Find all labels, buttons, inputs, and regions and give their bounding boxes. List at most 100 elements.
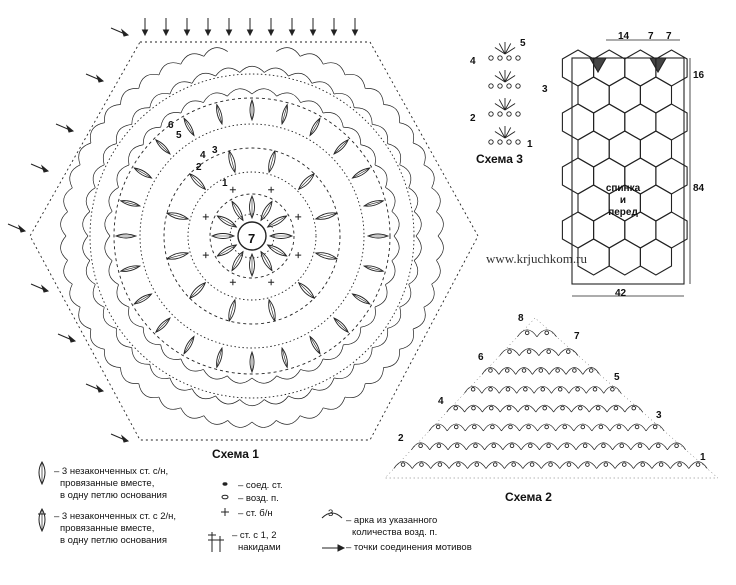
net-arch <box>158 396 181 410</box>
net-arch <box>215 395 240 405</box>
s2-row-2: 2 <box>398 433 404 444</box>
net-arch <box>322 344 344 360</box>
tri-arch <box>499 404 519 413</box>
net-arch <box>276 369 301 380</box>
net-arch <box>385 187 396 212</box>
tri-chain <box>613 405 619 411</box>
net-arch <box>288 72 313 84</box>
petal-middle-vein <box>166 212 189 220</box>
petal-middle-vein <box>298 282 315 299</box>
tri-arch <box>633 461 653 469</box>
net-arch <box>354 107 373 125</box>
motif-row-6: 6 <box>168 120 174 131</box>
legend-arch-number: 3 <box>328 508 334 519</box>
net-arch <box>413 235 422 261</box>
tri-chain <box>555 368 560 373</box>
tri-chain <box>511 462 516 467</box>
s3-fan <box>504 75 516 83</box>
join-arrowhead <box>95 74 105 83</box>
join-arrowhead <box>225 29 233 37</box>
net-arch <box>149 364 171 379</box>
tri-arch <box>557 442 577 450</box>
garment-label-line2: и <box>619 195 627 206</box>
net-arch <box>239 65 265 73</box>
dim-top-b: 7 <box>648 31 654 42</box>
tri-arch <box>467 461 487 469</box>
net-arch <box>120 88 139 105</box>
tri-arch <box>568 385 587 394</box>
tri-arch <box>498 367 516 375</box>
s3-chain <box>497 111 503 117</box>
tri-chain <box>578 405 583 411</box>
tri-chain <box>610 387 615 392</box>
tri-chain <box>580 424 586 430</box>
net-arch <box>264 395 289 405</box>
petal-middle-vein <box>315 252 338 260</box>
legend-arch: – арка из указанного количества возд. п. <box>346 515 437 539</box>
petal-outer-vein <box>155 317 171 333</box>
tri-arch <box>483 423 502 432</box>
tri-arch <box>577 461 597 469</box>
net-arch <box>251 375 277 384</box>
join-arrowhead <box>162 29 170 37</box>
tri-arch <box>485 461 505 469</box>
tri-arch <box>446 404 465 413</box>
petal-outer-vein <box>281 347 288 368</box>
tri-chain <box>634 424 640 430</box>
net-arch <box>344 383 366 398</box>
tri-arch <box>670 461 690 469</box>
garment-hex <box>608 238 641 276</box>
s3-fan <box>498 43 506 55</box>
tri-chain <box>619 443 624 449</box>
tri-chain <box>566 349 571 354</box>
round-circle <box>139 123 365 349</box>
garment-hex <box>577 76 610 114</box>
tri-arch <box>520 442 540 450</box>
net-arch <box>120 367 139 384</box>
scheme2-triangle <box>384 317 719 479</box>
garment-label-line1: спинка <box>605 183 641 194</box>
tri-arch <box>516 385 535 394</box>
legend-item1: – 3 незаконченных ст. с/н, провязанные в… <box>54 466 168 502</box>
garment-hex <box>639 130 673 168</box>
s3-fan <box>504 71 512 83</box>
petal-middle-vein <box>298 173 315 190</box>
tri-chain <box>557 387 563 392</box>
tri-arch <box>519 423 538 432</box>
petal-middle-vein <box>166 252 189 260</box>
petal-outer <box>154 138 171 155</box>
tri-chain <box>504 368 510 373</box>
net-arch <box>160 344 182 360</box>
legend-item2-l2: провязанные вместе, <box>60 523 155 534</box>
s3-row-2: 2 <box>470 113 476 124</box>
net-arch <box>374 164 388 188</box>
round-circle <box>113 97 391 375</box>
tri-arch <box>571 404 590 413</box>
s2-row-5: 5 <box>614 372 620 383</box>
net-arch <box>60 211 68 237</box>
caption-scheme3: Схема 3 <box>476 152 523 166</box>
petal-outer <box>333 138 350 155</box>
s3-row-5: 5 <box>520 38 526 49</box>
net-arch <box>108 187 119 212</box>
tri-arch <box>609 423 629 432</box>
legend-chain-oval <box>221 494 229 500</box>
legend-item2: – 3 незаконченных ст. с 2/н, провязанные… <box>54 511 176 547</box>
garment-hex <box>655 103 688 141</box>
tri-arch <box>645 423 665 432</box>
net-arch <box>423 164 435 189</box>
tri-arch <box>484 442 504 450</box>
tri-chain <box>544 424 549 430</box>
petal-outer-vein <box>120 200 141 207</box>
sc-mark <box>295 213 302 220</box>
sc-mark <box>229 186 236 193</box>
net-arch <box>391 235 400 261</box>
net-arch <box>191 72 216 84</box>
legend-arch-l1: – арка из указанного <box>346 515 438 526</box>
tri-arch <box>591 423 611 432</box>
tri-chain <box>509 443 515 449</box>
s3-chain <box>506 55 512 61</box>
legend-dc-l1: – ст. с 1, 2 <box>232 530 277 541</box>
join-arrowhead <box>204 29 212 37</box>
tri-chain <box>523 387 528 392</box>
